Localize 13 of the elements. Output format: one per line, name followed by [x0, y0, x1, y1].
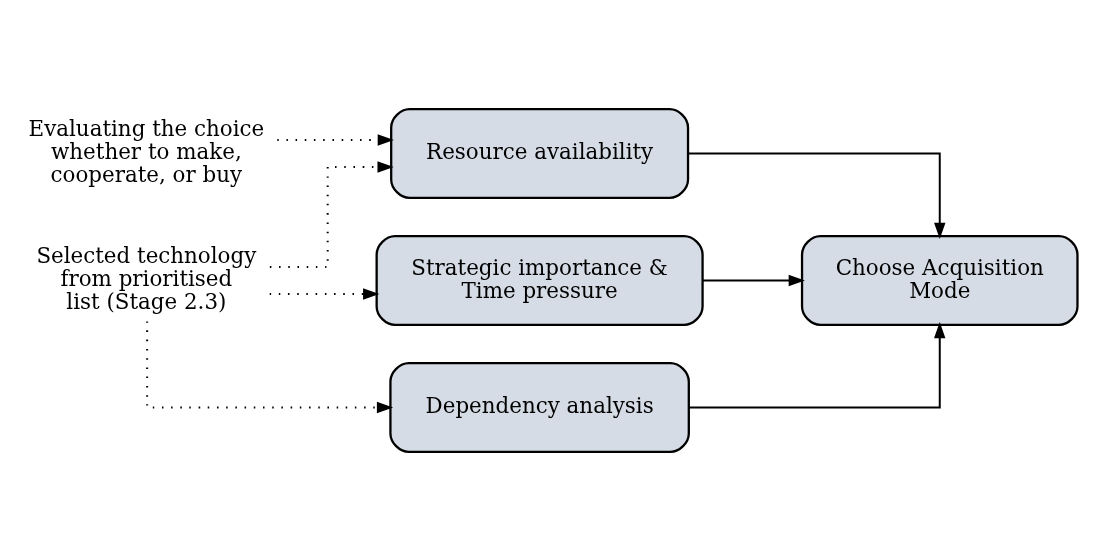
arrow: [688, 321, 946, 408]
node-text: Selected technology from prioritised list (Stage 2.3): [36, 242, 257, 314]
node-box: Choose Acquisition Mode: [800, 234, 1079, 326]
arrow: [276, 133, 394, 146]
arrow: [268, 287, 380, 300]
arrow: [701, 274, 805, 286]
node-text: Evaluating the choice whether to make, cooperate, or buy: [28, 115, 265, 187]
arrow: [687, 152, 946, 239]
node-box: Dependency analysis: [389, 361, 690, 453]
node-box: Resource availability: [390, 107, 690, 199]
node-box: Strategic importance & Time pressure: [375, 234, 704, 326]
arrow: [146, 319, 394, 413]
arrow: [268, 160, 394, 268]
